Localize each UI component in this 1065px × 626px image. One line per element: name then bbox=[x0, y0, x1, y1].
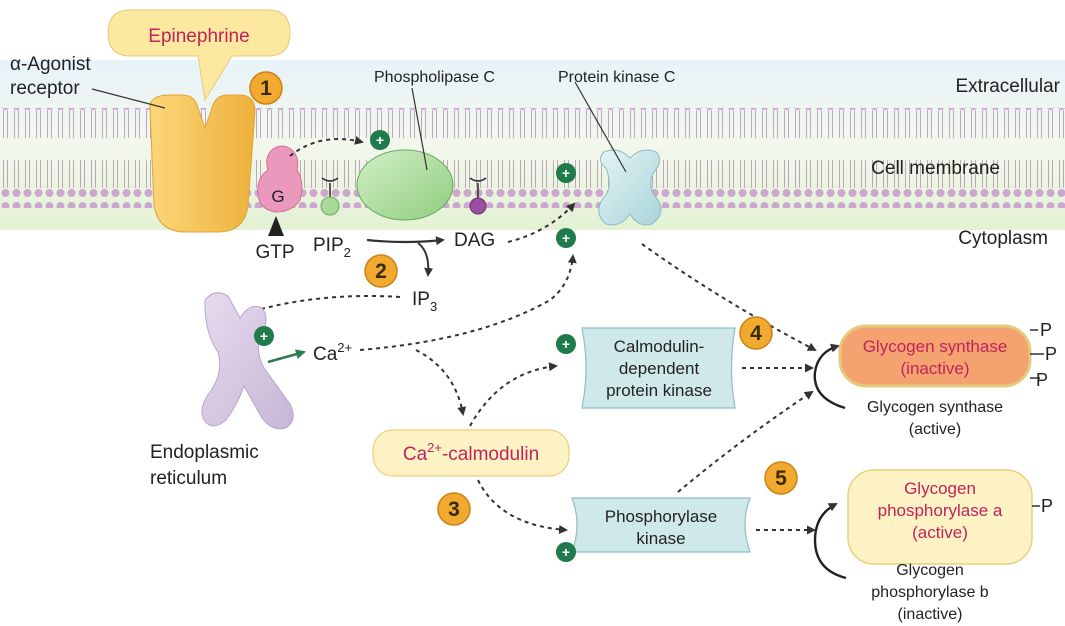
ca-label: Ca2+ bbox=[313, 340, 352, 365]
gpa-label-line1: Glycogen bbox=[904, 479, 976, 498]
g-protein: G bbox=[257, 145, 303, 213]
svg-text:2: 2 bbox=[375, 260, 387, 283]
svg-text:+: + bbox=[562, 336, 570, 352]
phosphate-1: P bbox=[1040, 320, 1052, 340]
dag-lipid bbox=[469, 177, 487, 215]
gtp-arrowhead bbox=[268, 216, 284, 236]
ca-calmodulin-box: Ca2+-calmodulin bbox=[372, 429, 570, 477]
gs-inactive-label-line2: (inactive) bbox=[901, 359, 970, 378]
plus-marker-dag: + bbox=[556, 163, 576, 183]
arrow-calmodulin-to-phk bbox=[477, 479, 568, 534]
camk-label-line3: protein kinase bbox=[606, 381, 712, 400]
phosphorylase-kinase: Phosphorylase kinase bbox=[571, 497, 751, 553]
svg-text:+: + bbox=[562, 544, 570, 560]
step-4-badge: 4 bbox=[739, 316, 773, 350]
svg-text:+: + bbox=[260, 328, 268, 344]
arrow-er-to-ca bbox=[267, 349, 306, 364]
gs-active-label-line1: Glycogen synthase bbox=[867, 399, 1003, 416]
ip3-label: IP3 bbox=[412, 289, 437, 314]
plus-marker-phk: + bbox=[556, 542, 576, 562]
phosphate-3: P bbox=[1036, 370, 1048, 390]
plus-marker-plc: + bbox=[370, 130, 390, 150]
step-1-badge: 1 bbox=[249, 71, 283, 105]
dag-label: DAG bbox=[454, 230, 495, 251]
pip2-lipid bbox=[320, 177, 340, 216]
svg-text:+: + bbox=[376, 132, 384, 148]
ca-calmodulin-label: Ca2+-calmodulin bbox=[403, 440, 539, 465]
plus-marker-camk: + bbox=[556, 334, 576, 354]
gs-inactive-label-line1: Glycogen synthase bbox=[863, 337, 1008, 356]
er-label-line1: Endoplasmic bbox=[150, 442, 259, 463]
svg-text:1: 1 bbox=[260, 77, 272, 100]
svg-text:3: 3 bbox=[448, 498, 460, 521]
gpa-phosphate: P bbox=[1041, 496, 1053, 516]
arrow-ca-to-calmodulin bbox=[415, 349, 467, 416]
gpa-label-line3: (active) bbox=[912, 523, 968, 542]
step-3-badge: 3 bbox=[437, 492, 471, 526]
svg-text:+: + bbox=[562, 230, 570, 246]
protein-kinase-c bbox=[598, 149, 662, 226]
arrow-to-ip3 bbox=[417, 242, 434, 277]
arrow-gpb-to-gpa bbox=[813, 502, 847, 580]
receptor-leader-line bbox=[91, 88, 166, 109]
arrow-pip2-to-dag bbox=[366, 236, 445, 246]
alpha-agonist-label-line2: receptor bbox=[10, 78, 80, 99]
arrow-gs-active-to-inactive bbox=[813, 343, 846, 410]
gpb-label-line2: phosphorylase b bbox=[871, 584, 989, 601]
alpha-agonist-label-line1: α-Agonist bbox=[10, 54, 91, 75]
step-2-badge: 2 bbox=[364, 254, 398, 288]
cell-membrane-label: Cell membrane bbox=[871, 158, 1000, 179]
arrow-ca-to-pkc bbox=[359, 254, 577, 351]
er-label-line2: reticulum bbox=[150, 468, 227, 489]
step-5-badge: 5 bbox=[764, 461, 798, 495]
phospholipase-c-label: Phospholipase C bbox=[374, 69, 495, 86]
extracellular-label: Extracellular bbox=[955, 76, 1060, 97]
plc-leader-line bbox=[411, 87, 428, 171]
pkc-leader-line bbox=[574, 81, 627, 173]
arrow-phk-to-gs bbox=[677, 390, 814, 493]
camk-label-line1: Calmodulin- bbox=[614, 337, 705, 356]
phk-label-line2: kinase bbox=[636, 529, 685, 548]
gpb-label-line3: (inactive) bbox=[898, 606, 963, 623]
epinephrine-label: Epinephrine bbox=[148, 26, 249, 47]
svg-text:5: 5 bbox=[775, 467, 787, 490]
alpha-agonist-receptor bbox=[149, 94, 256, 233]
glycogen-synthase-inactive: Glycogen synthase (inactive) bbox=[838, 324, 1032, 388]
gpb-label-line1: Glycogen bbox=[896, 562, 964, 579]
phk-label-line1: Phosphorylase bbox=[605, 507, 717, 526]
g-label: G bbox=[271, 187, 284, 206]
epinephrine-bubble: Epinephrine bbox=[107, 9, 291, 102]
plus-marker-er: + bbox=[254, 326, 274, 346]
endoplasmic-reticulum bbox=[201, 292, 294, 430]
arrow-pkc-to-gs bbox=[641, 243, 817, 351]
svg-text:4: 4 bbox=[750, 322, 762, 345]
protein-kinase-c-label: Protein kinase C bbox=[558, 69, 675, 86]
calmodulin-dependent-protein-kinase: Calmodulin- dependent protein kinase bbox=[581, 327, 736, 409]
svg-text:+: + bbox=[562, 165, 570, 181]
glycogen-phosphorylase-a: Glycogen phosphorylase a (active) bbox=[847, 469, 1033, 565]
gs-active-label-line2: (active) bbox=[909, 421, 961, 438]
phosphate-2: P bbox=[1045, 344, 1057, 364]
gpa-label-line2: phosphorylase a bbox=[878, 501, 1003, 520]
plus-marker-ca-pkc: + bbox=[556, 228, 576, 248]
gs-phosphates: P P P bbox=[1030, 320, 1057, 390]
arrow-ip3-to-er bbox=[248, 295, 401, 315]
phospholipase-c bbox=[356, 149, 454, 221]
camk-label-line2: dependent bbox=[619, 359, 700, 378]
gtp-label: GTP bbox=[255, 242, 294, 263]
arrow-calmodulin-to-camk bbox=[469, 362, 558, 427]
pip2-label: PIP2 bbox=[313, 235, 351, 260]
cytoplasm-label: Cytoplasm bbox=[958, 228, 1048, 249]
